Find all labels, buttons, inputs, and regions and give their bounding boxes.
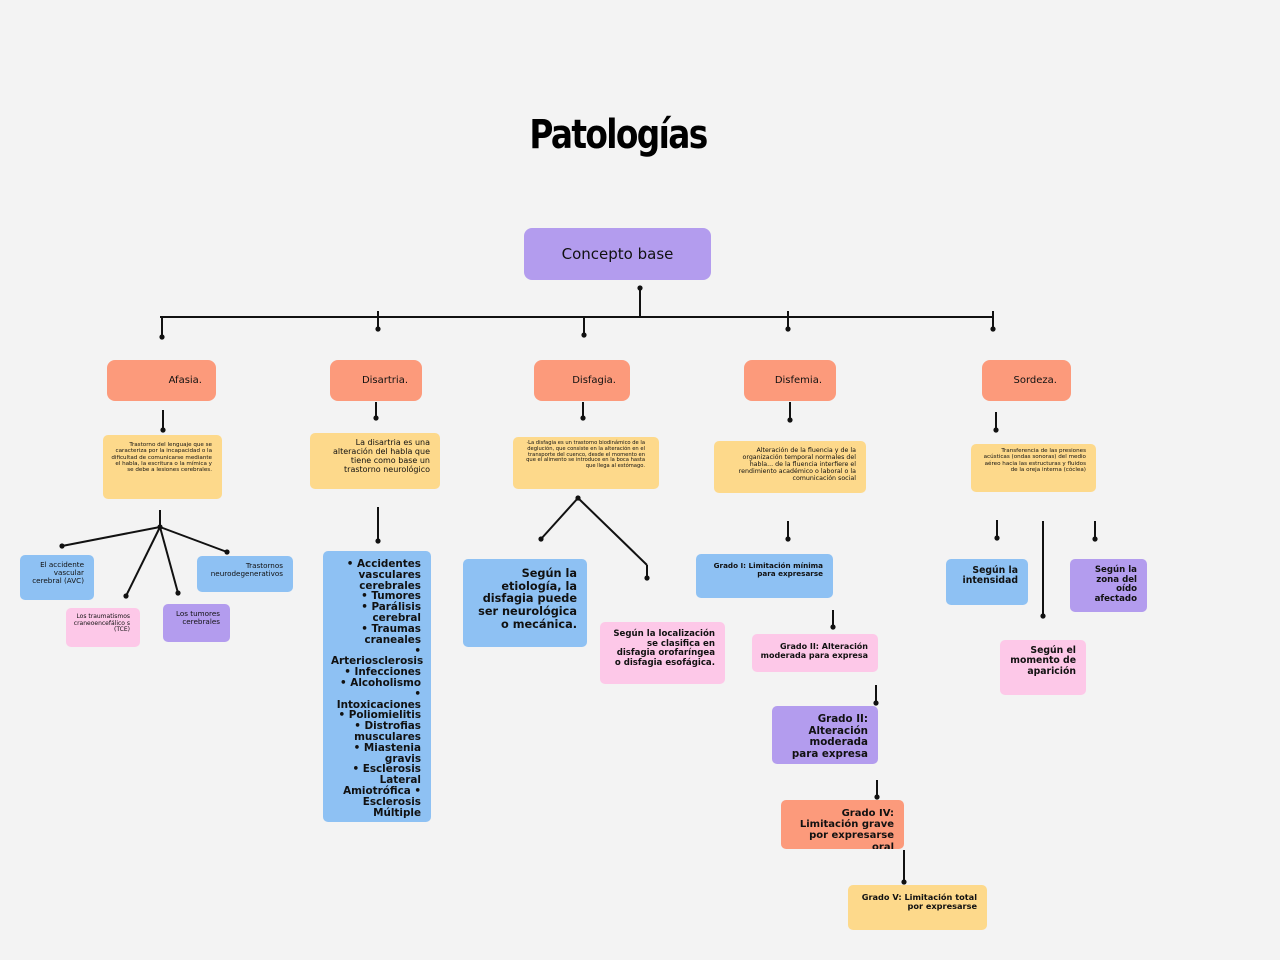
definition-disartria: La disartria es una alteración del habla… [310, 433, 440, 489]
disfemia-grade-3: Grado II: Alteración moderada para expre… [772, 706, 878, 764]
disartria-causes-list: • Accidentes vasculares cerebrales • Tum… [323, 551, 431, 822]
disfemia-grade-2: Grado II: Alteración moderada para expre… [752, 634, 878, 672]
category-disartria: Disartria. [330, 360, 422, 401]
disfagia-type-etiologia: Según la etiología, la disfagia puede se… [463, 559, 587, 647]
afasia-type-tumores: Los tumores cerebrales [163, 604, 230, 642]
afasia-type-tce: Los traumatismos craneoencefálico s (TCE… [66, 608, 140, 647]
definition-disfemia: Alteración de la fluencia y de la organi… [714, 441, 866, 493]
definition-disfagia: ·La disfagia es un trastorno biodinámico… [513, 437, 659, 489]
disfemia-grade-1: Grado I: Limitación mínima para expresar… [696, 554, 833, 598]
afasia-type-neurodegenerativos: Trastornos neurodegenerativos [197, 556, 293, 592]
afasia-type-avc: El accidente vascular cerebral (AVC) [20, 555, 94, 600]
page-title: Patologías [529, 112, 708, 158]
root-concept-node: Concepto base [524, 228, 711, 280]
category-sordeza: Sordeza. [982, 360, 1071, 401]
category-disfemia: Disfemia. [744, 360, 836, 401]
definition-afasia: Trastorno del lenguaje que se caracteriz… [103, 435, 222, 499]
category-disfagia: Disfagia. [534, 360, 630, 401]
disfagia-type-localizacion: Según la localización se clasifica en di… [600, 622, 725, 684]
root-concept-label: Concepto base [561, 244, 674, 263]
sordeza-type-zona: Según la zona del oído afectado [1070, 559, 1147, 612]
category-afasia: Afasia. [107, 360, 216, 401]
disfemia-grade-4: Grado IV: Limitación grave por expresars… [781, 800, 904, 849]
definition-sordeza: Transferencia de las presiones acústicas… [971, 444, 1096, 492]
sordeza-type-momento: Según el momento de aparición [1000, 640, 1086, 695]
disfemia-grade-5: Grado V: Limitación total por expresarse [848, 885, 987, 930]
sordeza-type-intensidad: Según la intensidad [946, 559, 1028, 605]
